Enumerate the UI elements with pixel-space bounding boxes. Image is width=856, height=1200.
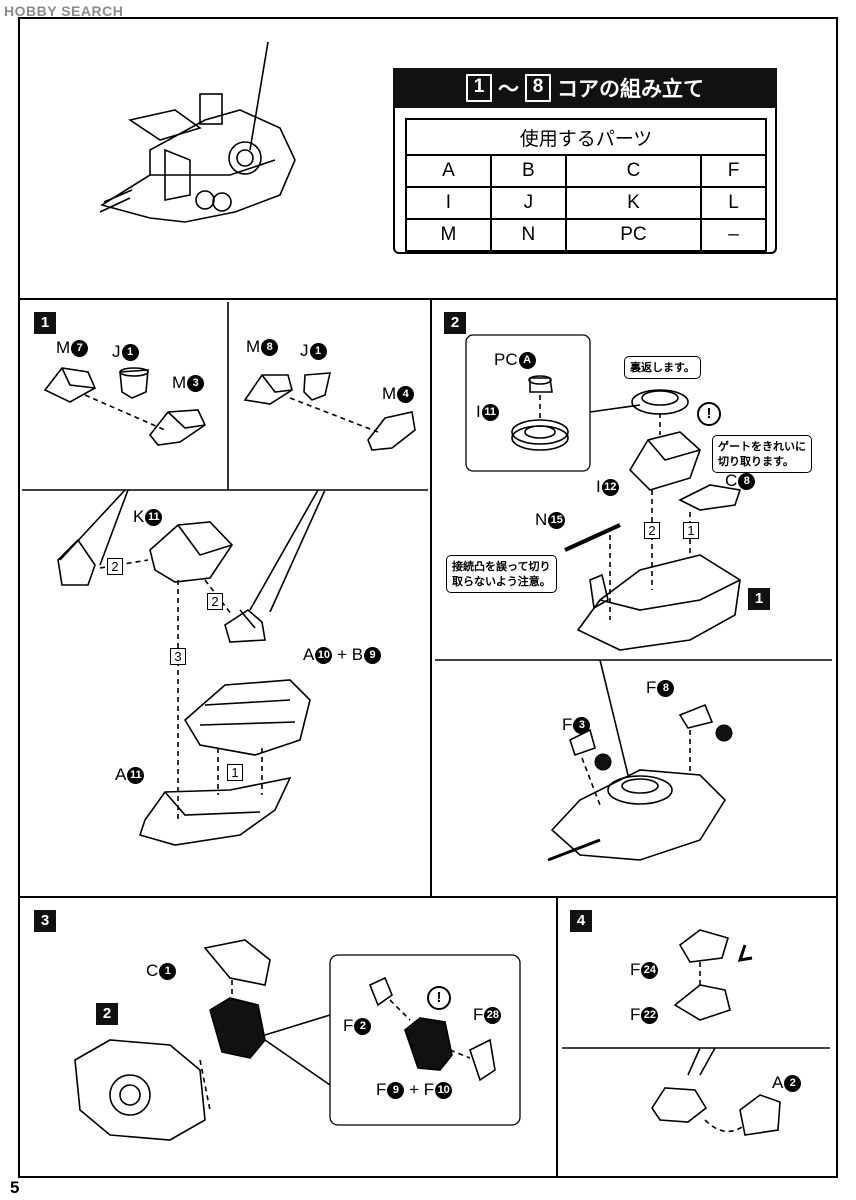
caution-icon: ! [427,986,451,1010]
part-cell: K [564,186,703,220]
part-cell: B [489,154,567,188]
step-range-start: 1 [466,74,492,102]
page-number: 5 [10,1178,20,1197]
part-cell: A [405,154,492,188]
core-overview-drawing [99,41,296,223]
step-3-number: 3 [34,910,56,932]
part-cell: – [700,218,767,252]
part-cell: N [489,218,567,252]
step-2-number: 2 [444,312,466,334]
step-ref-2: 2 [96,1003,118,1025]
step-4-panel [556,896,838,1178]
caution-icon: ! [697,402,721,426]
assembly-title: コアの組み立て [557,77,704,101]
assembly-order-marker: 2 [107,558,123,575]
assembly-order-marker: 2 [644,522,660,539]
part-cell: F [700,154,767,188]
parts-table-frame [393,106,777,254]
assembly-order-marker: 2 [207,593,223,610]
assembly-order-marker: 1 [227,764,243,781]
part-cell: M [405,218,492,252]
part-cell: PC [564,218,703,252]
step-ref-1: 1 [748,588,770,610]
part-cell: C [564,154,703,188]
note-flip: 裏返します。 [624,356,701,379]
assembly-order-marker: 3 [170,648,186,665]
assembly-title-bar: 1 〜 8 コアの組み立て [393,68,777,108]
part-cell: I [405,186,492,220]
step-range-tilde: 〜 [498,77,519,101]
note-gate-clean: ゲートをきれいに切り取ります。 [712,435,812,473]
step-range-end: 8 [525,74,551,102]
note-connection-caution: 接続凸を誤って切り取らないよう注意。 [446,555,557,593]
watermark: HOBBY SEARCH [4,3,124,19]
step-4-number: 4 [570,910,592,932]
step-1-number: 1 [34,312,56,334]
assembly-order-marker: 1 [683,522,699,539]
parts-caption: 使用するパーツ [405,118,767,156]
parts-table: 使用するパーツ A B C F I J K L M N PC – [405,118,767,252]
part-cell: L [700,186,767,220]
part-cell: J [489,186,567,220]
